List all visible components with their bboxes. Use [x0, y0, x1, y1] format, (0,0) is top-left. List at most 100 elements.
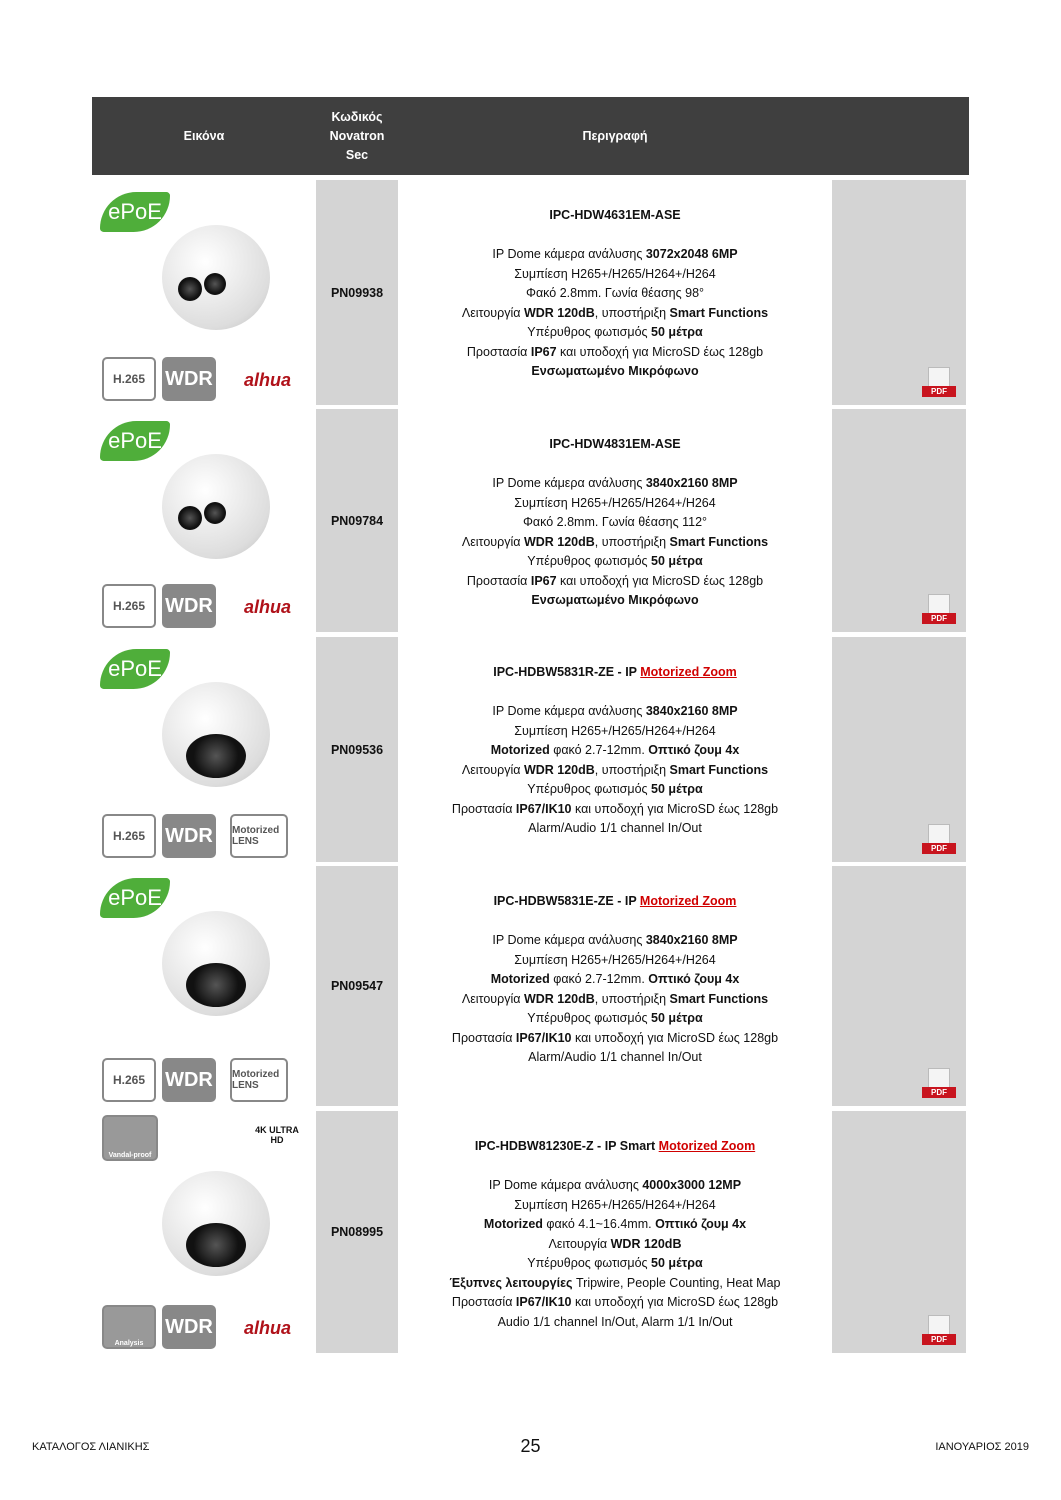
pdf-download-icon[interactable]: PDF: [922, 1068, 956, 1098]
description-text: 3072x2048 6MP: [645, 247, 738, 261]
description-line: IP Dome κάμερα ανάλυσης 3840x2160 8MP: [398, 702, 832, 722]
description-line: Προστασία IP67/IK10 και υποδοχή για Micr…: [398, 800, 832, 820]
header-description: Περιγραφή: [582, 128, 648, 143]
description-text: και υποδοχή για MicroSD έως 128gb: [571, 1295, 779, 1309]
motorized-zoom-link[interactable]: Motorized Zoom: [658, 1139, 756, 1153]
description-text: Smart Functions: [669, 991, 769, 1006]
footer-catalog: ΚΑΤΑΛΟΓΟΣ ΛΙΑΝΙΚΗΣ: [32, 1441, 150, 1453]
pdf-label: PDF: [922, 843, 956, 854]
description-line: Ενσωματωμένο Μικρόφωνο: [398, 362, 832, 382]
description-text: WDR 120dB: [523, 305, 595, 320]
description-line: IP Dome κάμερα ανάλυσης 3072x2048 6MP: [398, 245, 832, 265]
camera-image: [162, 454, 270, 559]
description-text: Προστασία: [466, 573, 531, 588]
description-text: Οπτικό ζουμ 4x: [648, 972, 740, 986]
epoe-logo: ePoE: [100, 421, 170, 461]
description-text: φακό 2.7-12mm.: [549, 743, 649, 757]
motorized-lens-badge: Motorized LENS: [230, 1058, 288, 1102]
product-title: IPC-HDBW5831R-ZE - IP Motorized Zoom: [398, 663, 832, 683]
description-text: Έξυπνες λειτουργίες: [449, 1275, 573, 1290]
description-text: WDR 120dB: [523, 534, 595, 549]
description-text: Audio 1/1 channel In/Out, Alarm 1/1 In/O…: [497, 1314, 733, 1329]
description-text: Λειτουργία: [548, 1236, 611, 1251]
description-text: IP Dome κάμερα ανάλυσης: [492, 476, 646, 490]
description-text: και υποδοχή για MicroSD έως 128gb: [571, 1030, 779, 1045]
description-text: φακό 4.1~16.4mm.: [542, 1217, 656, 1231]
description-line: Υπέρυθρος φωτισμός 50 μέτρα: [398, 552, 832, 572]
table-header: Εικόνα Κωδικός Novatron Sec Περιγραφή: [92, 97, 969, 175]
description-text: Alarm/Audio 1/1 channel In/Out: [528, 1050, 702, 1064]
description-text: Προστασία: [451, 801, 516, 816]
datasheet-cell: PDF: [832, 180, 966, 405]
pdf-download-icon[interactable]: PDF: [922, 1315, 956, 1345]
description-text: Υπέρυθρος φωτισμός: [527, 1011, 652, 1025]
description-text: , υποστήριξη: [594, 305, 670, 320]
description-line: Έξυπνες λειτουργίες Tripwire, People Cou…: [398, 1274, 832, 1294]
description-text: Tripwire, People Counting, Heat Map: [572, 1275, 781, 1290]
product-code: PN08995: [316, 1111, 398, 1353]
pdf-label: PDF: [922, 1087, 956, 1098]
description-text: Λειτουργία: [461, 762, 524, 777]
title-text: IPC-HDW4631EM-ASE: [549, 208, 681, 222]
pdf-download-icon[interactable]: PDF: [922, 594, 956, 624]
description-text: IP Dome κάμερα ανάλυσης: [492, 704, 646, 718]
product-description: IPC-HDBW5831E-ZE - IP Motorized Zoom IP …: [398, 866, 832, 1106]
header-image: Εικόνα: [183, 128, 225, 143]
analysis-badge: Analysis: [102, 1305, 156, 1349]
description-text: Υπέρυθρος φωτισμός: [527, 782, 652, 796]
description-text: , υποστήριξη: [594, 534, 670, 549]
pdf-download-icon[interactable]: PDF: [922, 824, 956, 854]
header-code-line: Novatron: [329, 128, 385, 143]
description-text: Υπέρυθρος φωτισμός: [527, 325, 652, 339]
description-text: IP Dome κάμερα ανάλυσης: [492, 933, 646, 947]
description-line: Audio 1/1 channel In/Out, Alarm 1/1 In/O…: [398, 1313, 832, 1333]
description-line: Alarm/Audio 1/1 channel In/Out: [398, 1048, 832, 1068]
description-text: IP Dome κάμερα ανάλυσης: [492, 247, 646, 261]
vandal-proof-badge: Vandal-proof: [102, 1115, 158, 1161]
4k-ultra-hd-badge: 4K ULTRA HD: [255, 1125, 299, 1145]
description-text: Φακό 2.8mm. Γωνία θέασης 98°: [525, 286, 705, 300]
pdf-download-icon[interactable]: PDF: [922, 367, 956, 397]
motorized-zoom-link[interactable]: Motorized Zoom: [639, 894, 737, 908]
product-code: PN09536: [316, 637, 398, 862]
description-text: WDR 120dB: [610, 1236, 682, 1251]
page-number: 25: [520, 1436, 541, 1456]
description-text: Λειτουργία: [461, 305, 524, 320]
description-line: Λειτουργία WDR 120dB, υποστήριξη Smart F…: [398, 533, 832, 553]
description-text: , υποστήριξη: [594, 762, 670, 777]
header-code-line: Sec: [345, 147, 369, 162]
product-description: IPC-HDBW81230E-Z - IP Smart Motorized Zo…: [398, 1111, 832, 1353]
description-text: IP67/IK10: [515, 1295, 572, 1309]
description-line: Alarm/Audio 1/1 channel In/Out: [398, 819, 832, 839]
h265-badge: H.265: [102, 357, 156, 401]
description-text: Ενσωματωμένο Μικρόφωνο: [531, 364, 699, 378]
description-text: Προστασία: [466, 344, 531, 359]
datasheet-cell: PDF: [832, 409, 966, 632]
description-line: Συμπίεση H265+/H265/H264+/H264: [398, 722, 832, 742]
description-text: Οπτικό ζουμ 4x: [648, 743, 740, 757]
description-text: Υπέρυθρος φωτισμός: [527, 554, 652, 568]
h265-badge: H.265: [102, 814, 156, 858]
motorized-zoom-link[interactable]: Motorized Zoom: [640, 665, 737, 679]
description-line: Συμπίεση H265+/H265/H264+/H264: [398, 1196, 832, 1216]
description-text: Συμπίεση H265+/H265/H264+/H264: [514, 1197, 716, 1212]
description-line: Υπέρυθρος φωτισμός 50 μέτρα: [398, 323, 832, 343]
description-line: IP Dome κάμερα ανάλυσης 3840x2160 8MP: [398, 931, 832, 951]
wdr-badge: WDR: [162, 584, 216, 628]
description-text: Υπέρυθρος φωτισμός: [527, 1256, 652, 1270]
footer-date: ΙΑΝΟΥΑΡΙΟΣ 2019: [935, 1441, 1029, 1453]
description-line: Ενσωματωμένο Μικρόφωνο: [398, 591, 832, 611]
datasheet-cell: PDF: [832, 1111, 966, 1353]
wdr-badge: WDR: [162, 1305, 216, 1349]
description-text: IP67: [530, 344, 557, 359]
description-text: Συμπίεση H265+/H265/H264+/H264: [514, 952, 716, 967]
epoe-logo: ePoE: [100, 878, 170, 918]
camera-image: [162, 225, 270, 330]
datasheet-cell: PDF: [832, 866, 966, 1106]
